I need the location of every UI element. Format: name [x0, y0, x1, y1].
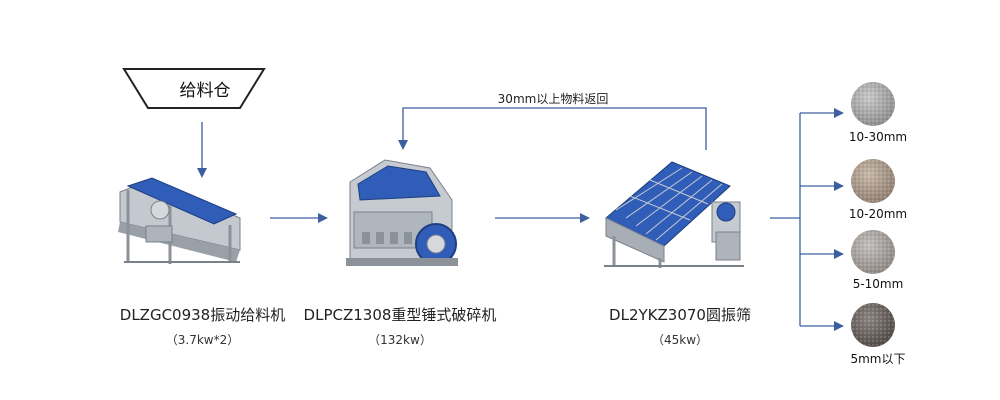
- crusher-power: （132kw）: [368, 333, 432, 347]
- crusher-name: DLPCZ1308重型锤式破碎机: [303, 306, 497, 324]
- screen-power: （45kw）: [651, 333, 709, 347]
- hopper-shape: [122, 68, 266, 109]
- screen-name: DL2YKZ3070圆振筛: [609, 306, 751, 324]
- product-label-10-20: 10-20mm: [848, 207, 908, 221]
- product-image-10-20: [851, 159, 895, 203]
- feedback-label: 30mm以上物料返回: [497, 92, 609, 106]
- arrow-feedback-loop: [398, 107, 707, 150]
- product-label-5-10: 5-10mm: [852, 277, 904, 291]
- product-image-under-5: [851, 303, 895, 347]
- hammer-crusher-image: [346, 159, 458, 266]
- vibrating-feeder-image: [118, 177, 241, 264]
- product-image-5-10: [851, 230, 895, 274]
- feeder-name: DLZGC0938振动给料机: [119, 306, 286, 324]
- vibrating-screen-image: [604, 161, 744, 268]
- product-branch-arrows: [770, 108, 844, 331]
- product-image-10-30: [851, 82, 895, 126]
- hopper-label: 给料仓: [179, 81, 231, 101]
- product-label-under-5: 5mm以下: [850, 352, 906, 366]
- product-label-10-30: 10-30mm: [848, 130, 908, 144]
- feeder-power: （3.7kw*2）: [165, 333, 240, 347]
